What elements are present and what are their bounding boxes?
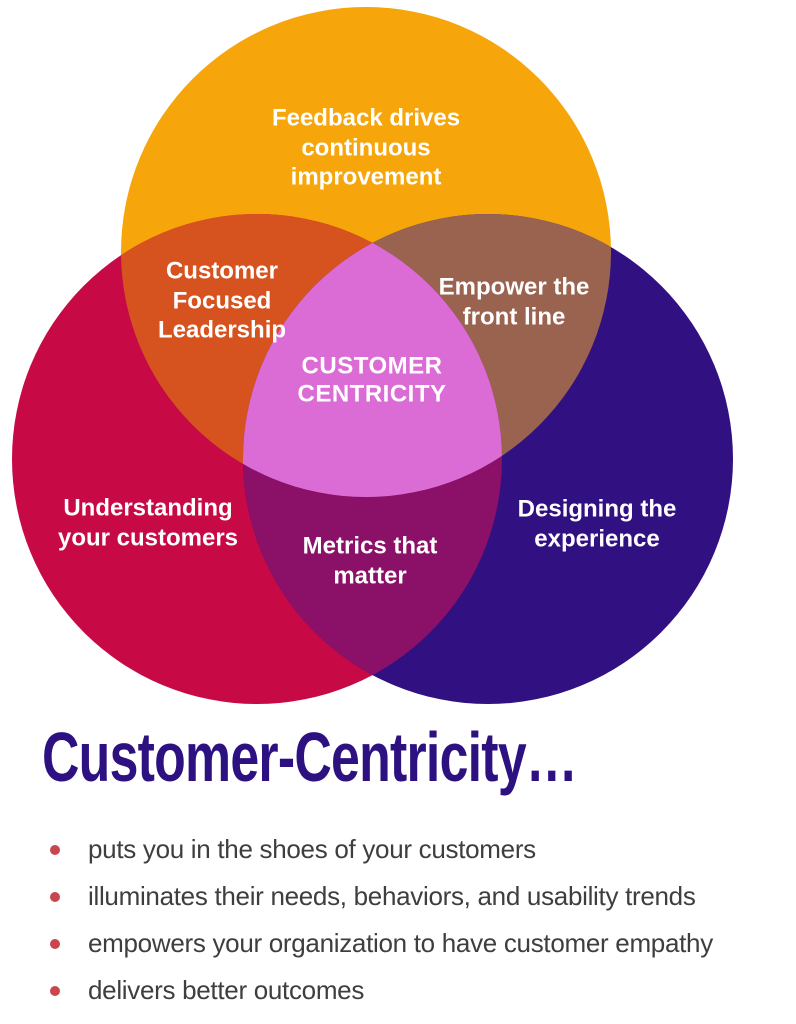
- bullet-text: delivers better outcomes: [88, 975, 365, 1005]
- label-line: Leadership: [157, 316, 287, 344]
- label-line: your customers: [57, 524, 239, 551]
- bullet-item: delivers better outcomes: [50, 974, 780, 1007]
- bullet-dot-icon: [50, 845, 60, 855]
- bullet-list: puts you in the shoes of your customers …: [50, 833, 780, 1021]
- label-line: continuous: [301, 134, 431, 162]
- label-line: Empower the: [438, 273, 590, 301]
- label-line: CENTRICITY: [297, 380, 447, 407]
- overlap-customer-centricity-center: [243, 214, 502, 497]
- label-line: Understanding: [63, 494, 233, 522]
- region-label-customer-centricity: CUSTOMER CENTRICITY: [298, 352, 447, 407]
- bullet-text: puts you in the shoes of your customers: [88, 834, 536, 864]
- label-line: improvement: [290, 163, 442, 191]
- venn-diagram: [12, 7, 733, 704]
- label-line: Customer: [165, 257, 279, 285]
- label-line: Focused: [172, 287, 272, 315]
- label-line: Feedback drives: [271, 104, 461, 132]
- bullet-item: empowers your organization to have custo…: [50, 927, 780, 960]
- page-title: Customer-Centricity…: [42, 718, 578, 796]
- label-line: CUSTOMER: [301, 352, 443, 380]
- region-label-feedback: Feedback drives continuous improvement: [272, 104, 460, 193]
- region-label-metrics-that-matter: Metrics that matter: [303, 531, 438, 590]
- bullet-dot-icon: [50, 939, 60, 949]
- label-line: matter: [333, 562, 407, 589]
- bullet-dot-icon: [50, 986, 60, 996]
- region-label-empower-front-line: Empower the front line: [439, 272, 590, 331]
- label-line: Metrics that: [302, 532, 438, 560]
- region-label-understanding-customers: Understanding your customers: [58, 493, 238, 552]
- label-line: experience: [534, 525, 660, 552]
- region-label-customer-focused-leadership: Customer Focused Leadership: [158, 257, 286, 346]
- label-line: Designing the: [517, 495, 677, 523]
- bullet-dot-icon: [50, 892, 60, 902]
- label-line: front line: [462, 303, 566, 330]
- bullet-text: illuminates their needs, behaviors, and …: [88, 881, 696, 911]
- bullet-text: empowers your organization to have custo…: [88, 928, 713, 958]
- bullet-item: puts you in the shoes of your customers: [50, 833, 780, 866]
- region-label-designing-experience: Designing the experience: [518, 494, 677, 553]
- bullet-item: illuminates their needs, behaviors, and …: [50, 880, 780, 913]
